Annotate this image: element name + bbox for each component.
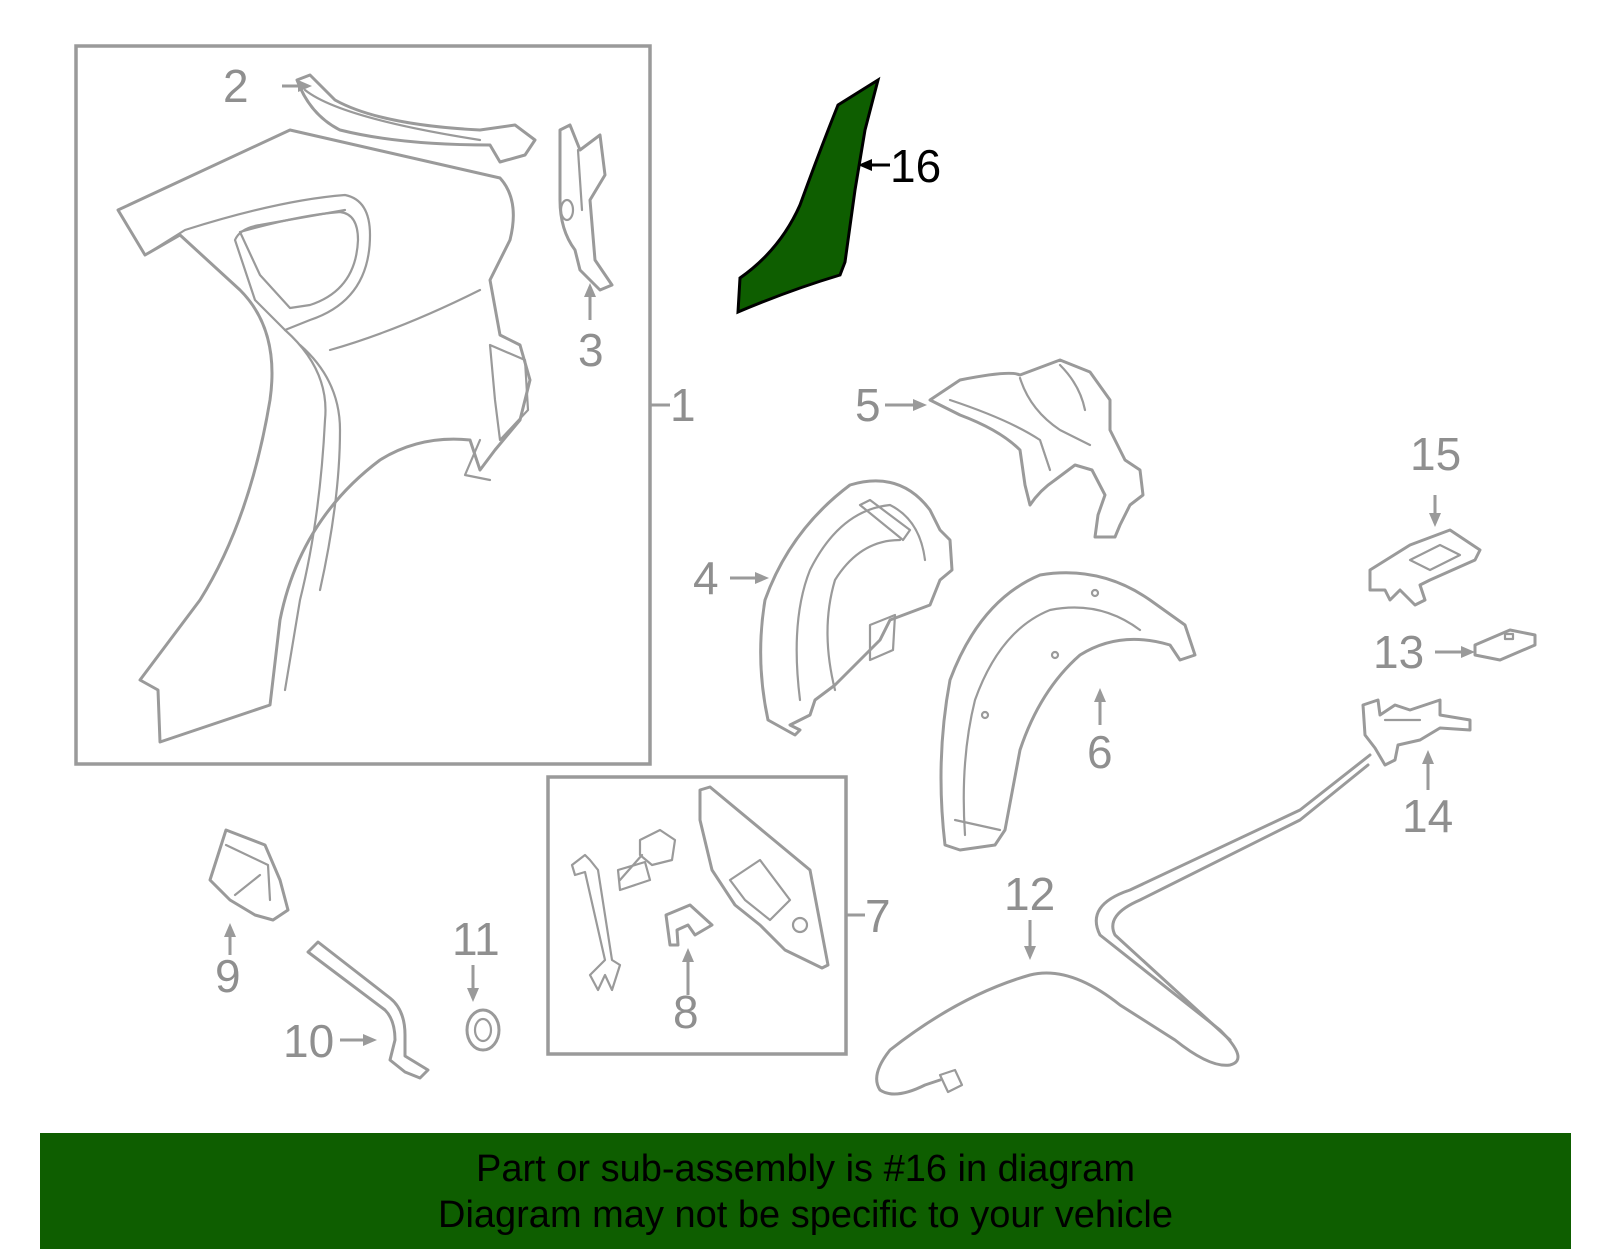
part-13-pad[interactable] bbox=[1473, 628, 1537, 662]
callout-5: 5 bbox=[855, 379, 881, 431]
banner-line-2: Diagram may not be specific to your vehi… bbox=[438, 1194, 1173, 1236]
callout-10: 10 bbox=[283, 1015, 334, 1067]
callout-6: 6 bbox=[1087, 726, 1113, 778]
part-16-highlighted[interactable] bbox=[736, 76, 881, 315]
callout-8: 8 bbox=[673, 986, 699, 1038]
callout-14: 14 bbox=[1402, 790, 1453, 842]
callout-2: 2 bbox=[223, 60, 249, 112]
part-8-clip[interactable] bbox=[664, 903, 714, 947]
callout-4: 4 bbox=[693, 552, 719, 604]
group-frame-1 bbox=[74, 44, 652, 766]
callout-1: 1 bbox=[670, 379, 696, 431]
callout-15: 15 bbox=[1410, 428, 1461, 480]
part-12-cable[interactable] bbox=[875, 753, 1372, 1096]
part-15-latch[interactable] bbox=[1368, 528, 1482, 607]
part-11-grommet[interactable] bbox=[465, 1008, 501, 1052]
info-banner: Part or sub-assembly is #16 in diagram D… bbox=[40, 1133, 1571, 1249]
callout-9: 9 bbox=[215, 950, 241, 1002]
banner-line-1: Part or sub-assembly is #16 in diagram bbox=[476, 1148, 1135, 1190]
callout-13: 13 bbox=[1373, 626, 1424, 678]
callout-11: 11 bbox=[452, 913, 500, 965]
callout-3: 3 bbox=[578, 324, 604, 376]
part-3-bracket[interactable] bbox=[558, 123, 614, 292]
part-9-housing[interactable] bbox=[208, 828, 290, 922]
part-2-rail[interactable] bbox=[295, 73, 537, 164]
part-7-fuel-door-kit[interactable] bbox=[570, 785, 830, 992]
part-6-liner[interactable] bbox=[939, 571, 1197, 852]
callout-leaders bbox=[224, 80, 1475, 1046]
callout-7: 7 bbox=[865, 890, 891, 942]
part-4-liner[interactable] bbox=[759, 479, 954, 737]
part-5-wheelhouse[interactable] bbox=[928, 358, 1145, 539]
callout-12: 12 bbox=[1004, 868, 1055, 920]
part-10-hose[interactable] bbox=[306, 940, 430, 1080]
part-1-quarter-panel[interactable] bbox=[116, 128, 532, 744]
callout-16: 16 bbox=[890, 140, 941, 192]
part-14-actuator[interactable] bbox=[1361, 698, 1472, 767]
